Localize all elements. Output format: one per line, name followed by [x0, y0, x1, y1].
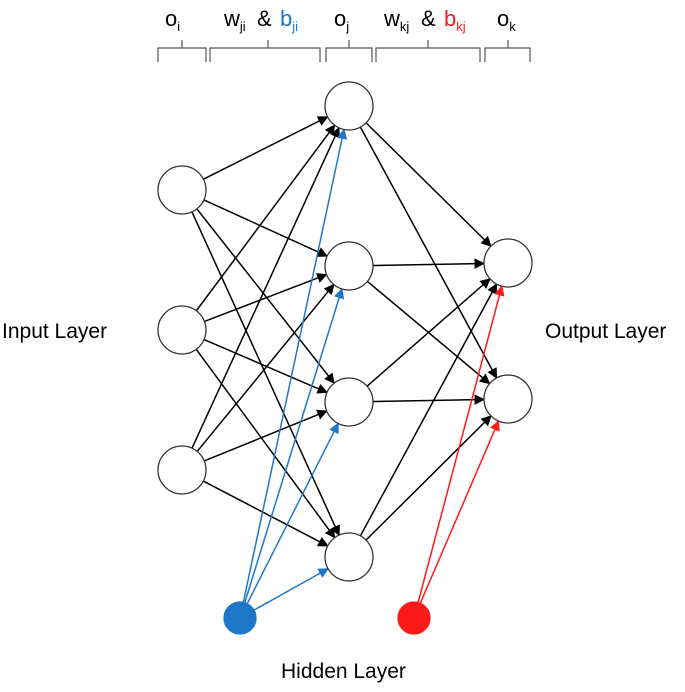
brace-o-j	[325, 40, 373, 62]
edge-input-2-hidden-3	[203, 338, 328, 394]
edge-input-2-hidden-4	[195, 348, 336, 539]
label-amp-1: &	[257, 6, 272, 31]
label-w-ji: wji	[224, 6, 246, 34]
label-b-ji: bji	[280, 6, 299, 34]
label-b-kj: bkj	[444, 6, 466, 34]
edge-input-2-hidden-2	[204, 273, 328, 323]
hidden-node-1	[324, 81, 374, 131]
edge-bias-output-1	[413, 285, 505, 619]
label-amp-2: &	[421, 6, 436, 31]
label-o-i: oi	[165, 6, 181, 34]
header-braces	[157, 40, 531, 62]
edge-input-1-hidden-2	[203, 199, 329, 257]
input-layer-label: Input Layer	[2, 320, 108, 343]
edge-bias-hidden-1	[239, 128, 348, 619]
edge-hidden-4-output-2	[365, 415, 492, 541]
edge-hidden-1-output-1	[365, 122, 492, 247]
hidden-node-2	[324, 241, 374, 291]
edge-bias-hidden-2	[239, 287, 345, 619]
edge-input-3-hidden-2	[196, 283, 335, 452]
edge-bias-hidden-3	[239, 422, 339, 619]
edge-hidden-2-output-1	[372, 258, 486, 269]
edge-hidden-3-output-1	[366, 278, 491, 387]
edge-input-1-hidden-4	[191, 211, 340, 537]
output-node-1	[483, 238, 533, 288]
edge-hidden-4-output-1	[359, 283, 498, 537]
input-node-1	[157, 165, 207, 215]
hidden-node-4	[324, 532, 374, 582]
brace-w-ji	[209, 40, 321, 62]
label-o-k: ok	[497, 6, 516, 34]
edge-input-3-hidden-4	[202, 480, 329, 547]
hidden-bias-node	[397, 601, 431, 635]
hidden-layer-label: Hidden Layer	[281, 660, 406, 683]
edge-input-1-hidden-3	[196, 208, 335, 384]
input-bias-node	[223, 601, 257, 635]
edge-hidden-1-output-2	[359, 126, 498, 379]
label-o-j: oj	[334, 6, 350, 34]
edge-input-2-hidden-1	[195, 124, 336, 312]
brace-o-k	[484, 40, 531, 62]
edge-hidden-3-output-2	[372, 394, 486, 405]
input-node-2	[157, 305, 207, 355]
output-layer-label: Output Layer	[545, 320, 667, 343]
edge-bias-output-2	[413, 420, 500, 619]
label-w-kj: wkj	[384, 6, 410, 34]
brace-w-kj	[375, 40, 481, 62]
edge-input-3-hidden-1	[191, 126, 340, 449]
brace-o-i	[157, 40, 207, 62]
nodes	[157, 81, 533, 635]
edge-bias-hidden-4	[239, 568, 329, 619]
edge-input-1-hidden-1	[203, 116, 329, 180]
edge-input-3-hidden-3	[203, 409, 328, 462]
output-node-2	[483, 374, 533, 424]
hidden-node-3	[324, 377, 374, 427]
edges	[191, 116, 505, 619]
input-node-3	[157, 445, 207, 495]
